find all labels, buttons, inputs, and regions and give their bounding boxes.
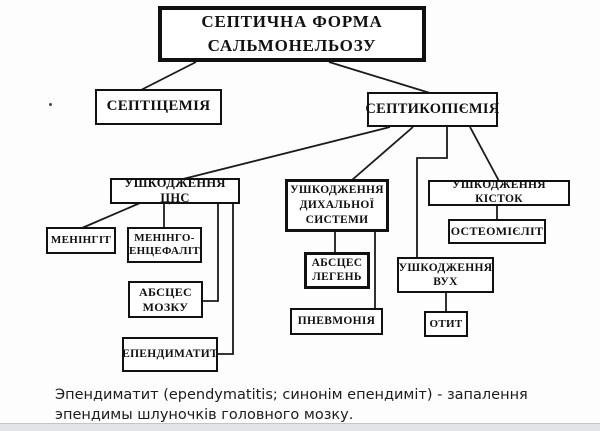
node-root: СЕПТИЧНА ФОРМА САЛЬМОНЕЛЬОЗУ [158, 6, 426, 62]
node-septicopyemia: СЕПТИКОПІЄМІЯ [365, 92, 500, 127]
node-meningoencephalitis: МЕНІНГО- ЕНЦЕФАЛІТ [127, 227, 202, 263]
edge-septicopyemia-bones [469, 126, 500, 182]
edge-root-septicemia [140, 61, 197, 91]
node-septicemia: СЕПТІЦЕМІЯ [95, 89, 222, 125]
caption-text: Эпендиматит (ependymatitis; синонім епен… [55, 387, 528, 423]
edge-root-septicopyemia [328, 61, 431, 94]
stray-dot [49, 103, 52, 106]
node-ear-damage: УШКОДЖЕННЯ ВУХ [397, 257, 494, 293]
node-meningitis-label: МЕНІНГІТ [50, 234, 112, 247]
node-meningoencephalitis-label: МЕНІНГО- ЕНЦЕФАЛІТ [129, 232, 200, 257]
node-respiratory-damage-label: УШКОДЖЕННЯ ДИХАЛЬНОЇ СИСТЕМИ [290, 184, 384, 226]
node-osteomyelitis: ОСТЕОМІЄЛІТ [448, 219, 546, 244]
node-pneumonia-label: ПНЕВМОНІЯ [297, 314, 376, 327]
node-pneumonia: ПНЕВМОНІЯ [290, 308, 383, 335]
node-bone-damage: УШКОДЖЕННЯ КІСТОК [428, 179, 570, 206]
node-root-label: СЕПТИЧНА ФОРМА САЛЬМОНЕЛЬОЗУ [201, 12, 383, 55]
edge-cns-brain-abscess [202, 203, 219, 302]
node-bone-damage-label: УШКОДЖЕННЯ КІСТОК [452, 179, 546, 205]
edge-septicopyemia-cns [182, 126, 391, 180]
node-ependymatitis-label: ЕПЕНДИМАТИТ [122, 347, 218, 360]
node-ear-damage-label: УШКОДЖЕННЯ ВУХ [398, 262, 493, 288]
bottom-strip [0, 423, 600, 431]
node-cns-damage: УШКОДЖЕННЯ ЦНС [110, 176, 240, 205]
node-meningitis: МЕНІНГІТ [46, 227, 116, 254]
edge-cns-meningitis [81, 202, 141, 229]
node-septicemia-label: СЕПТІЦЕМІЯ [106, 98, 211, 115]
node-cns-damage-label: УШКОДЖЕННЯ ЦНС [124, 176, 226, 205]
node-osteomyelitis-label: ОСТЕОМІЄЛІТ [450, 224, 544, 239]
node-brain-abscess-label: АБСЦЕС МОЗКУ [139, 285, 192, 314]
node-otitis: ОТИТ [424, 311, 468, 337]
node-lung-abscess: АБСЦЕС ЛЕГЕНЬ [304, 252, 370, 289]
node-otitis-label: ОТИТ [429, 317, 463, 330]
edge-septicopyemia-respiratory [351, 126, 414, 181]
edge-cns-ependymatitis [217, 203, 234, 355]
node-ependymatitis: ЕПЕНДИМАТИТ [122, 337, 218, 372]
edge-septicopyemia-ear [416, 127, 448, 258]
node-lung-abscess-label: АБСЦЕС ЛЕГЕНЬ [311, 256, 363, 283]
node-septicopyemia-label: СЕПТИКОПІЄМІЯ [365, 100, 500, 117]
node-brain-abscess: АБСЦЕС МОЗКУ [128, 281, 203, 318]
node-respiratory-damage: УШКОДЖЕННЯ ДИХАЛЬНОЇ СИСТЕМИ [285, 179, 389, 232]
